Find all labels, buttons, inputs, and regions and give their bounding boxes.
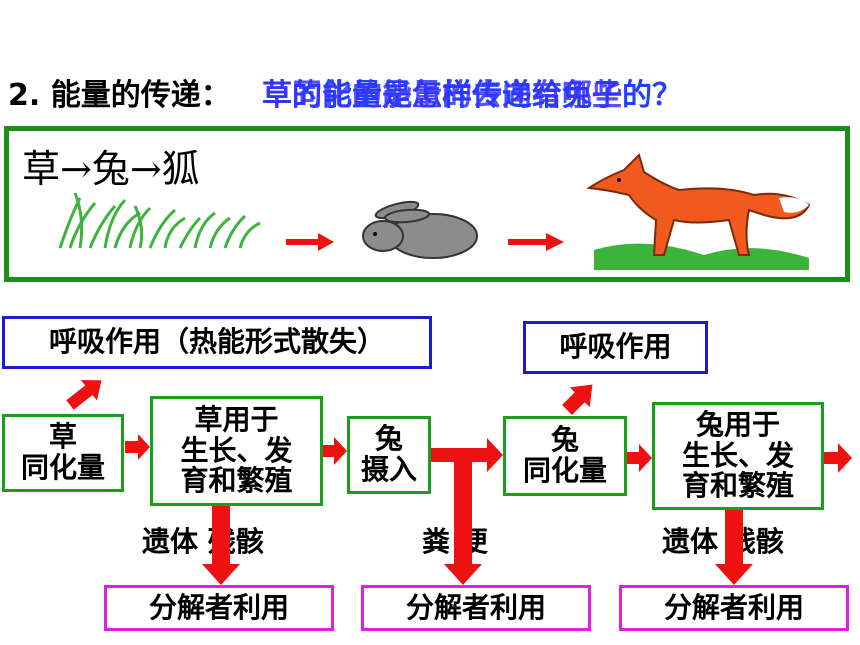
arrow-assimilation-to-growth	[627, 444, 652, 472]
grass-growth-box: 草用于 生长、发 育和繁殖	[150, 396, 323, 506]
arrow-down-2	[444, 452, 482, 585]
arrow-down-3	[715, 510, 753, 585]
food-chain-text: 草→兔→狐	[22, 147, 200, 191]
question-text-2: 草同化的能量的去向有哪些	[262, 78, 622, 113]
remains-label-1: 遗体 残骸	[142, 525, 264, 558]
arrow-growth-to-intake	[323, 437, 347, 465]
rabbit-assimilation-box: 兔 同化量	[503, 416, 627, 496]
rabbit-growth-box: 兔用于 生长、发 育和繁殖	[652, 402, 824, 510]
grass-illustration	[58, 192, 261, 249]
section-number: 2.	[8, 78, 41, 113]
section-heading: 2. 能量的传递：	[8, 70, 231, 114]
rabbit-intake-box: 兔 摄入	[347, 416, 431, 494]
remains-label-2: 遗体 残骸	[662, 525, 784, 558]
grass-assimilation-box: 草 同化量	[2, 414, 124, 492]
section-label: 能量的传递：	[50, 78, 231, 113]
decomposer-box-1: 分解者利用	[104, 585, 334, 631]
respiration-box: 呼吸作用	[523, 321, 708, 374]
arrow-down-1	[202, 506, 240, 585]
arrow-grass-to-respiration	[66, 379, 102, 410]
arrow-growth-to-next	[824, 443, 852, 473]
rabbit-illustration	[362, 200, 478, 259]
arrow-assimilation-to-respiration	[562, 384, 593, 415]
decomposer-box-2: 分解者利用	[361, 585, 591, 631]
food-chain-frame	[4, 126, 850, 282]
respiration-heat-box: 呼吸作用（热能形式散失）	[2, 316, 432, 369]
decomposer-box-3: 分解者利用	[619, 585, 849, 631]
arrow-rabbit-fox	[508, 233, 564, 251]
arrow-grass-to-growth	[125, 434, 150, 460]
fox-illustration	[586, 153, 811, 270]
arrow-grass-rabbit	[286, 233, 334, 251]
question-text-1: 草的能量是怎样传递给兔子的？	[262, 78, 682, 113]
